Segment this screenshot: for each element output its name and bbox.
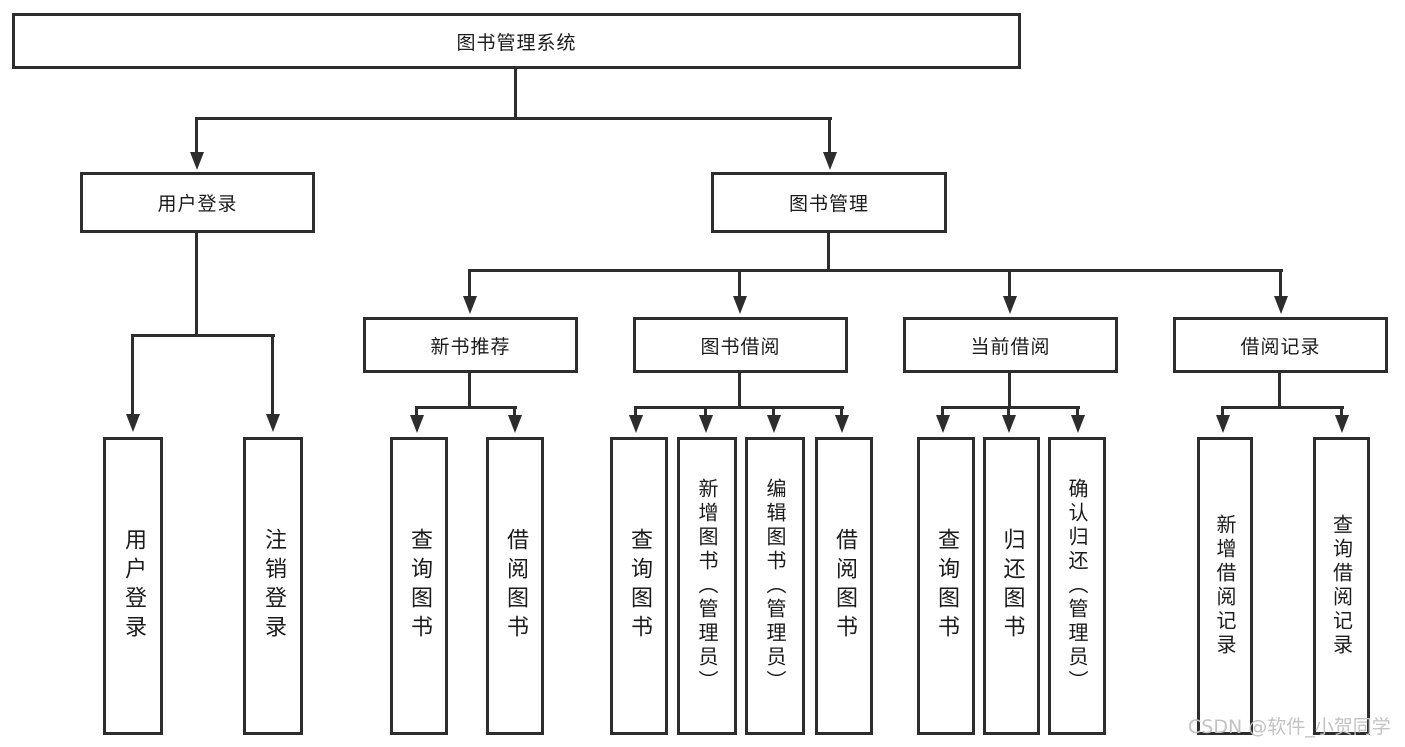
connector-line — [131, 334, 275, 337]
connector-line — [634, 406, 844, 409]
connector-line — [941, 406, 944, 416]
leaf-label: 确认归还（管理员） — [1065, 478, 1089, 694]
leaf-add-book-admin: 新增图书（管理员） — [677, 437, 737, 735]
leaf-query-books-recommend: 查询图书 — [390, 437, 448, 735]
leaf-borrow-books: 借阅图书 — [815, 437, 873, 735]
node-book-borrow-label: 图书借阅 — [700, 335, 781, 358]
connector-line — [468, 269, 471, 297]
leaf-confirm-return-admin: 确认归还（管理员） — [1048, 437, 1106, 735]
connector-line — [738, 373, 741, 409]
connector-line — [1340, 406, 1343, 416]
arrow-down-icon — [699, 415, 713, 433]
arrow-down-icon — [629, 415, 643, 433]
connector-line — [131, 334, 134, 415]
leaf-label: 查询图书 — [407, 528, 432, 644]
leaf-label: 查询图书 — [627, 528, 652, 644]
connector-line — [828, 117, 831, 154]
connector-line — [1221, 406, 1224, 416]
arrow-down-icon — [1071, 415, 1085, 433]
leaf-query-books-borrow: 查询图书 — [610, 437, 668, 735]
connector-line — [738, 269, 741, 297]
leaf-logout: 注销登录 — [243, 437, 303, 735]
node-user-login-label: 用户登录 — [157, 193, 238, 215]
node-root-label: 图书管理系统 — [456, 31, 577, 54]
node-book-management: 图书管理 — [711, 172, 947, 233]
leaf-label: 新增借阅记录 — [1213, 514, 1237, 658]
connector-line — [271, 334, 274, 415]
leaf-return-books: 归还图书 — [983, 437, 1040, 735]
connector-line — [468, 269, 1283, 272]
node-borrow-records: 借阅记录 — [1173, 317, 1388, 373]
arrow-down-icon — [823, 152, 837, 170]
connector-line — [1008, 373, 1011, 409]
arrow-down-icon — [1274, 296, 1288, 314]
connector-line — [195, 233, 198, 336]
connector-line — [195, 117, 832, 120]
leaf-query-borrow-record: 查询借阅记录 — [1313, 437, 1370, 735]
node-current-borrow: 当前借阅 — [903, 317, 1118, 373]
arrow-down-icon — [1216, 415, 1230, 433]
node-book-management-label: 图书管理 — [788, 193, 869, 215]
connector-line — [468, 373, 471, 409]
node-new-book-recommend-label: 新书推荐 — [430, 335, 511, 358]
connector-line — [634, 406, 637, 416]
connector-line — [772, 406, 775, 416]
arrow-down-icon — [126, 414, 140, 432]
arrow-down-icon — [936, 415, 950, 433]
leaf-edit-book-admin: 编辑图书（管理员） — [745, 437, 805, 735]
connector-line — [704, 406, 707, 416]
arrow-down-icon — [733, 296, 747, 314]
arrow-down-icon — [1003, 296, 1017, 314]
leaf-borrow-books-recommend: 借阅图书 — [486, 437, 544, 735]
arrow-down-icon — [508, 415, 522, 433]
node-borrow-records-label: 借阅记录 — [1240, 335, 1321, 358]
arrow-down-icon — [1002, 415, 1016, 433]
connector-line — [195, 117, 198, 154]
arrow-down-icon — [463, 296, 477, 314]
node-root: 图书管理系统 — [12, 13, 1021, 69]
leaf-logout-label: 注销登录 — [261, 528, 286, 644]
connector-line — [415, 406, 418, 416]
connector-line — [1007, 406, 1010, 416]
leaf-query-books-current: 查询图书 — [917, 437, 975, 735]
connector-line — [1279, 269, 1282, 297]
connector-line — [1008, 269, 1011, 297]
leaf-add-borrow-record: 新增借阅记录 — [1197, 437, 1253, 735]
connector-line — [513, 406, 516, 416]
connector-line — [1076, 406, 1079, 416]
node-book-borrow: 图书借阅 — [633, 317, 848, 373]
leaf-label: 查询借阅记录 — [1329, 514, 1354, 658]
leaf-label: 编辑图书（管理员） — [763, 478, 787, 694]
csdn-watermark: CSDN @软件_小贺同学 — [1188, 716, 1391, 738]
arrow-down-icon — [835, 415, 849, 433]
connector-line — [1221, 406, 1344, 409]
connector-line — [840, 406, 843, 416]
node-current-borrow-label: 当前借阅 — [970, 335, 1051, 358]
arrow-down-icon — [767, 415, 781, 433]
connector-line — [827, 233, 830, 271]
leaf-user-login-label: 用户登录 — [121, 528, 146, 644]
node-new-book-recommend: 新书推荐 — [363, 317, 578, 373]
leaf-label: 新增图书（管理员） — [695, 478, 719, 694]
leaf-label: 归还图书 — [999, 528, 1025, 644]
arrow-down-icon — [410, 415, 424, 433]
arrow-down-icon — [1335, 415, 1349, 433]
leaf-label: 查询图书 — [934, 528, 959, 644]
leaf-label: 借阅图书 — [503, 528, 528, 644]
connector-line — [941, 406, 1080, 409]
leaf-user-login: 用户登录 — [103, 437, 163, 735]
node-user-login: 用户登录 — [80, 172, 315, 233]
arrow-down-icon — [190, 152, 204, 170]
arrow-down-icon — [266, 414, 280, 432]
connector-line — [415, 406, 517, 409]
leaf-label: 借阅图书 — [832, 528, 857, 644]
connector-line — [1278, 373, 1281, 409]
connector-line — [514, 69, 517, 119]
